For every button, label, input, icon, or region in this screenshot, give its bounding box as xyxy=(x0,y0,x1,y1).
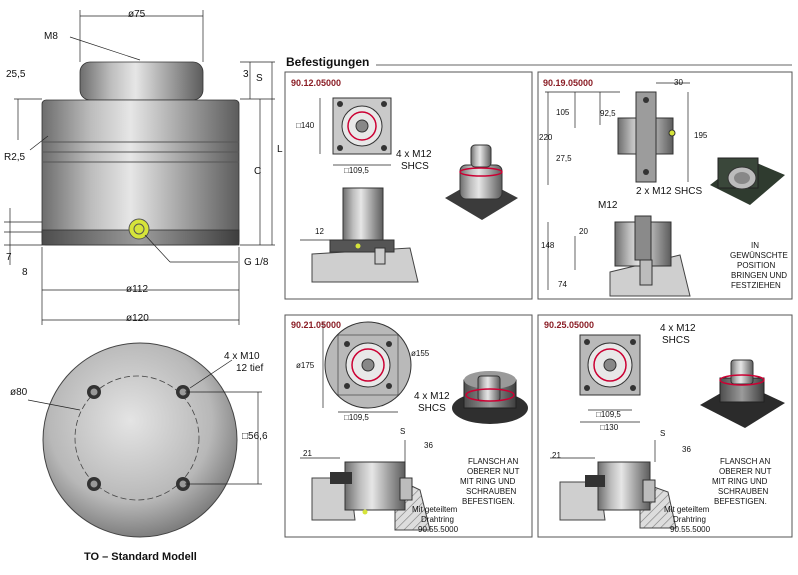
panel2-h92: 92,5 xyxy=(600,109,616,118)
panel-frame-1 xyxy=(284,71,533,300)
panel4-3d-view xyxy=(700,359,785,428)
panel2-h74: 74 xyxy=(558,280,567,289)
dim-m8: M8 xyxy=(44,31,58,42)
panel2-h27: 27,5 xyxy=(556,154,572,163)
dim-7: 7 xyxy=(6,252,12,263)
panel3-note-5: BEFESTIGEN. xyxy=(462,497,515,506)
panel1-section-view xyxy=(300,187,419,283)
panel2-h220: 220 xyxy=(539,133,553,142)
panel4-note-2: OBERER NUT xyxy=(719,467,772,476)
panel1-sq109: □109,5 xyxy=(344,166,369,175)
bottom-dimension-lines xyxy=(27,359,262,485)
panel2-h195: 195 xyxy=(694,131,708,140)
panel3-plan-view xyxy=(322,321,412,413)
bottom-view xyxy=(42,342,238,538)
panel4-s: S xyxy=(660,429,666,438)
panel3-note-2: OBERER NUT xyxy=(467,467,520,476)
panel2-m12: M12 xyxy=(598,200,618,211)
panel4-section-view xyxy=(550,440,677,529)
panel1-shcs: SHCS xyxy=(401,161,429,172)
panel4-sq109: □109,5 xyxy=(596,410,621,419)
panel3-3d-view xyxy=(452,371,528,424)
panel4-ring-2: Drahtring xyxy=(673,515,706,524)
panel2-note-4: BRINGEN UND xyxy=(731,271,788,280)
panel4-note-1: FLANSCH AN xyxy=(720,457,771,466)
panel3-h36: 36 xyxy=(424,441,433,450)
panel3-ring-2: Drahtring xyxy=(421,515,454,524)
dim-d75: ø75 xyxy=(128,9,146,20)
panel3-code: 90.21.05000 xyxy=(291,320,342,330)
panel3-h175: ø175 xyxy=(296,361,315,370)
panel3-ring-1: Mit geteiltem xyxy=(412,505,458,514)
section-title: Befestigungen xyxy=(286,55,370,69)
panel4-sq130: □130 xyxy=(600,423,619,432)
panel1-h12: 12 xyxy=(315,227,324,236)
panel4-shcs: SHCS xyxy=(662,335,690,346)
panel2-note-3: POSITION xyxy=(737,261,776,270)
panel2-note-2: GEWÜNSCHTE xyxy=(730,251,788,260)
panel1-3d-view xyxy=(445,144,518,220)
panel1-plan-view xyxy=(319,97,392,166)
dim-sq56-6: □56,6 xyxy=(242,431,268,442)
panel1-code: 90.12.05000 xyxy=(291,78,342,88)
dim-4xm10: 4 x M10 xyxy=(224,351,260,362)
panel2-h148: 148 xyxy=(541,241,555,250)
dim-3: 3 xyxy=(243,69,249,80)
main-dimension-lines xyxy=(4,10,275,325)
panel2-w30: 30 xyxy=(674,78,683,87)
panel2-section-view xyxy=(547,215,691,297)
panel4-h36: 36 xyxy=(682,445,691,454)
main-cylinder xyxy=(41,61,240,246)
panel-frame-2 xyxy=(537,71,793,300)
panel2-code: 90.19.05000 xyxy=(543,78,594,88)
dim-s: S xyxy=(256,73,263,84)
panel4-note-5: BEFESTIGEN. xyxy=(714,497,767,506)
dim-d80: ø80 xyxy=(10,387,28,398)
panel4-note-3: MIT RING UND xyxy=(712,477,768,486)
panel2-note-5: FESTZIEHEN xyxy=(731,281,781,290)
panel-frame-4 xyxy=(537,314,793,538)
panel1-sq140: □140 xyxy=(296,121,315,130)
panel-frame-3 xyxy=(284,314,533,538)
panel4-ring-3: 90.55.5000 xyxy=(670,525,711,534)
dim-l: L xyxy=(277,144,283,155)
panel4-plan-view xyxy=(579,334,641,423)
panel2-side-view xyxy=(545,82,690,185)
panel4-ring-1: Mit geteiltem xyxy=(664,505,710,514)
panel4-code: 90.25.05000 xyxy=(544,320,595,330)
panel2-note-1: IN xyxy=(751,241,759,250)
panel3-ring-3: 90.55.5000 xyxy=(418,525,459,534)
panel2-3d-view xyxy=(710,157,785,205)
dim-25-5: 25,5 xyxy=(6,69,26,80)
panel4-note-4: SCHRAUBEN xyxy=(718,487,769,496)
dim-d112: ø112 xyxy=(126,284,149,295)
panel2-h105: 105 xyxy=(556,108,570,117)
dim-8: 8 xyxy=(22,267,28,278)
model-caption: TO – Standard Modell xyxy=(84,551,197,563)
panel3-note-1: FLANSCH AN xyxy=(468,457,519,466)
dim-r2-5: R2,5 xyxy=(4,152,26,163)
panel1-bolts: 4 x M12 xyxy=(396,149,432,160)
panel3-section-view xyxy=(300,440,431,531)
panel3-shcs: SHCS xyxy=(418,403,446,414)
panel3-note-3: MIT RING UND xyxy=(460,477,516,486)
dim-g18: G 1/8 xyxy=(244,257,269,268)
dim-d120: ø120 xyxy=(126,313,149,324)
panel2-bolts: 2 x M12 SHCS xyxy=(636,186,703,197)
dim-c: C xyxy=(254,166,262,177)
panel4-bolts: 4 x M12 xyxy=(660,323,696,334)
panel4-h21: 21 xyxy=(552,451,561,460)
panel3-sq109: □109,5 xyxy=(344,413,369,422)
panel3-s: S xyxy=(400,427,406,436)
panel3-h21: 21 xyxy=(303,449,312,458)
dim-12-tief: 12 tief xyxy=(236,363,264,374)
panel2-h20: 20 xyxy=(579,227,588,236)
panel3-bolts: 4 x M12 xyxy=(414,391,450,402)
panel3-note-4: SCHRAUBEN xyxy=(466,487,517,496)
panel3-d155: ø155 xyxy=(411,349,430,358)
